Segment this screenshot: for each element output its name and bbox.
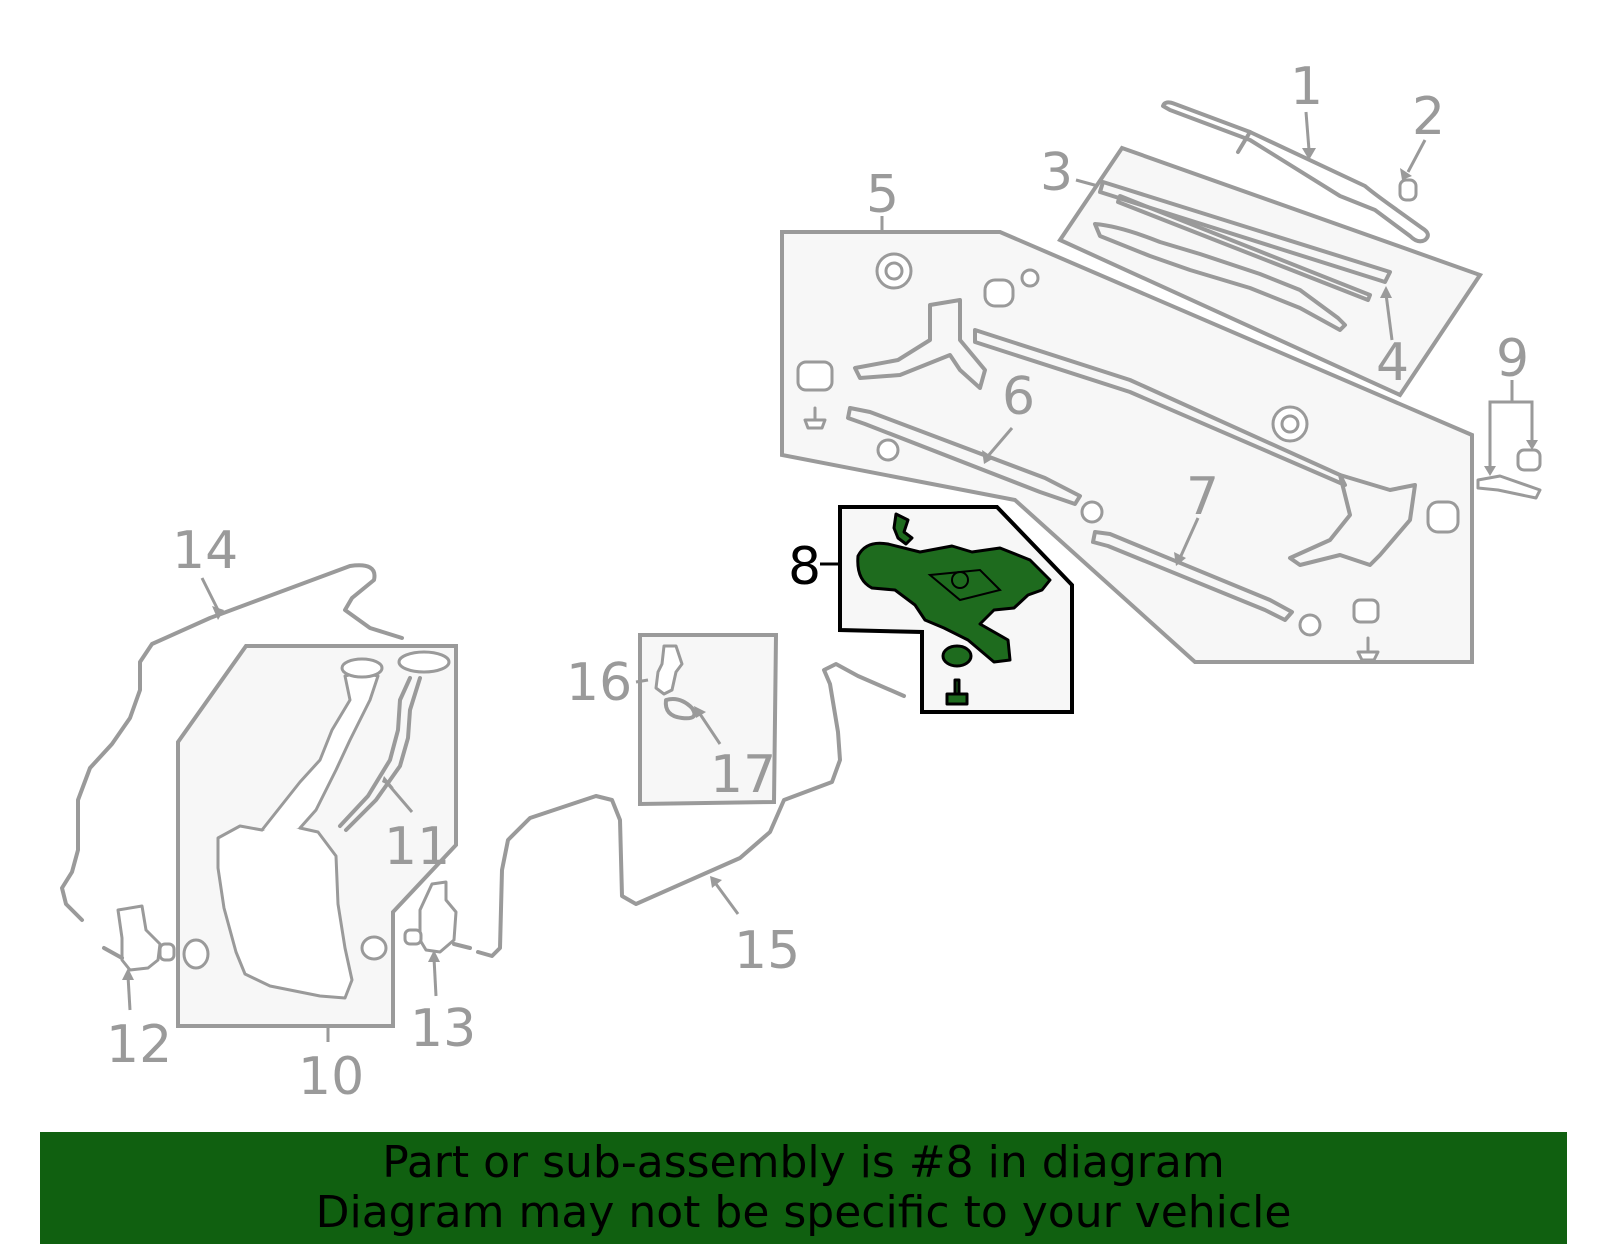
callout-5: 5	[866, 165, 899, 225]
leader-9	[1488, 380, 1534, 470]
blade-frame	[1093, 222, 1347, 332]
callout-2: 2	[1412, 87, 1445, 147]
banner-line-2: Diagram may not be specific to your vehi…	[315, 1187, 1292, 1238]
pump-13-outlet	[452, 942, 472, 950]
washer-b	[1298, 613, 1322, 637]
pivot-bracket-right	[1288, 473, 1417, 567]
blade-group-panel	[1057, 145, 1484, 398]
callout-4: 4	[1376, 333, 1409, 393]
callout-15: 15	[734, 921, 800, 981]
clip-left	[803, 406, 827, 430]
washer-nozzle-16	[654, 644, 684, 696]
info-banner: Part or sub-assembly is #8 in diagram Di…	[40, 1132, 1567, 1244]
callout-17: 17	[710, 745, 776, 805]
grommet-12	[182, 938, 210, 970]
link-rod-main	[973, 328, 1347, 487]
callout-16: 16	[566, 653, 632, 713]
washer-hose-14	[60, 563, 404, 922]
arrow-heads	[122, 148, 1538, 980]
callout-labels: 1 2 3 4 5 6 7 8 9 10 11 12 13 14 15 16 1…	[106, 57, 1529, 1107]
callout-12: 12	[106, 1015, 172, 1075]
callout-3: 3	[1040, 143, 1073, 203]
callout-7: 7	[1186, 467, 1219, 527]
grommet-left	[796, 360, 834, 392]
link-rod-7	[1091, 530, 1294, 622]
nozzle-hose-17	[663, 697, 697, 721]
wiper-arm-detail	[1236, 130, 1252, 154]
callout-1: 1	[1290, 57, 1323, 117]
blade-rubber	[1116, 194, 1372, 302]
pivot-cap-left-inner	[884, 261, 904, 281]
washer-a	[1080, 500, 1104, 524]
callout-14: 14	[172, 521, 238, 581]
filler-cap	[397, 650, 451, 674]
bolt-a	[1020, 268, 1040, 288]
wiper-motor	[856, 512, 1052, 706]
bushing-right	[1426, 500, 1460, 534]
banner-line-1: Part or sub-assembly is #8 in diagram	[382, 1137, 1225, 1188]
pump-13-nozzle	[403, 928, 423, 946]
nut-left	[876, 438, 900, 462]
wiper-arm	[1161, 100, 1430, 244]
arm-cap	[1398, 178, 1418, 202]
pivot-cap-right-inner	[1280, 414, 1300, 434]
pump-12-pin	[102, 946, 124, 960]
wiper-blade	[1098, 180, 1392, 284]
washer-pump-12	[116, 904, 162, 972]
callout-6: 6	[1002, 367, 1035, 427]
callout-11: 11	[384, 817, 450, 877]
callout-10: 10	[298, 1047, 364, 1107]
washer-pump-13	[418, 880, 458, 954]
leader-lines	[126, 111, 1427, 1042]
trim-clip-9b	[1516, 448, 1542, 472]
clip-right	[1356, 636, 1380, 662]
filler-tube	[338, 676, 422, 832]
callout-9: 9	[1496, 329, 1529, 389]
tank-filler-mouth	[340, 657, 384, 679]
pump-12-nozzle	[158, 942, 176, 962]
link-rod-6	[846, 406, 1082, 506]
callout-13: 13	[410, 999, 476, 1059]
pivot-bracket-left	[853, 298, 987, 390]
callout-8: 8	[788, 537, 821, 597]
grommet-right	[1352, 598, 1380, 624]
trim-clip-9a	[1476, 474, 1542, 500]
grommet-13	[360, 935, 388, 961]
bushing-a	[983, 278, 1015, 308]
washer-hose-15	[476, 662, 906, 958]
